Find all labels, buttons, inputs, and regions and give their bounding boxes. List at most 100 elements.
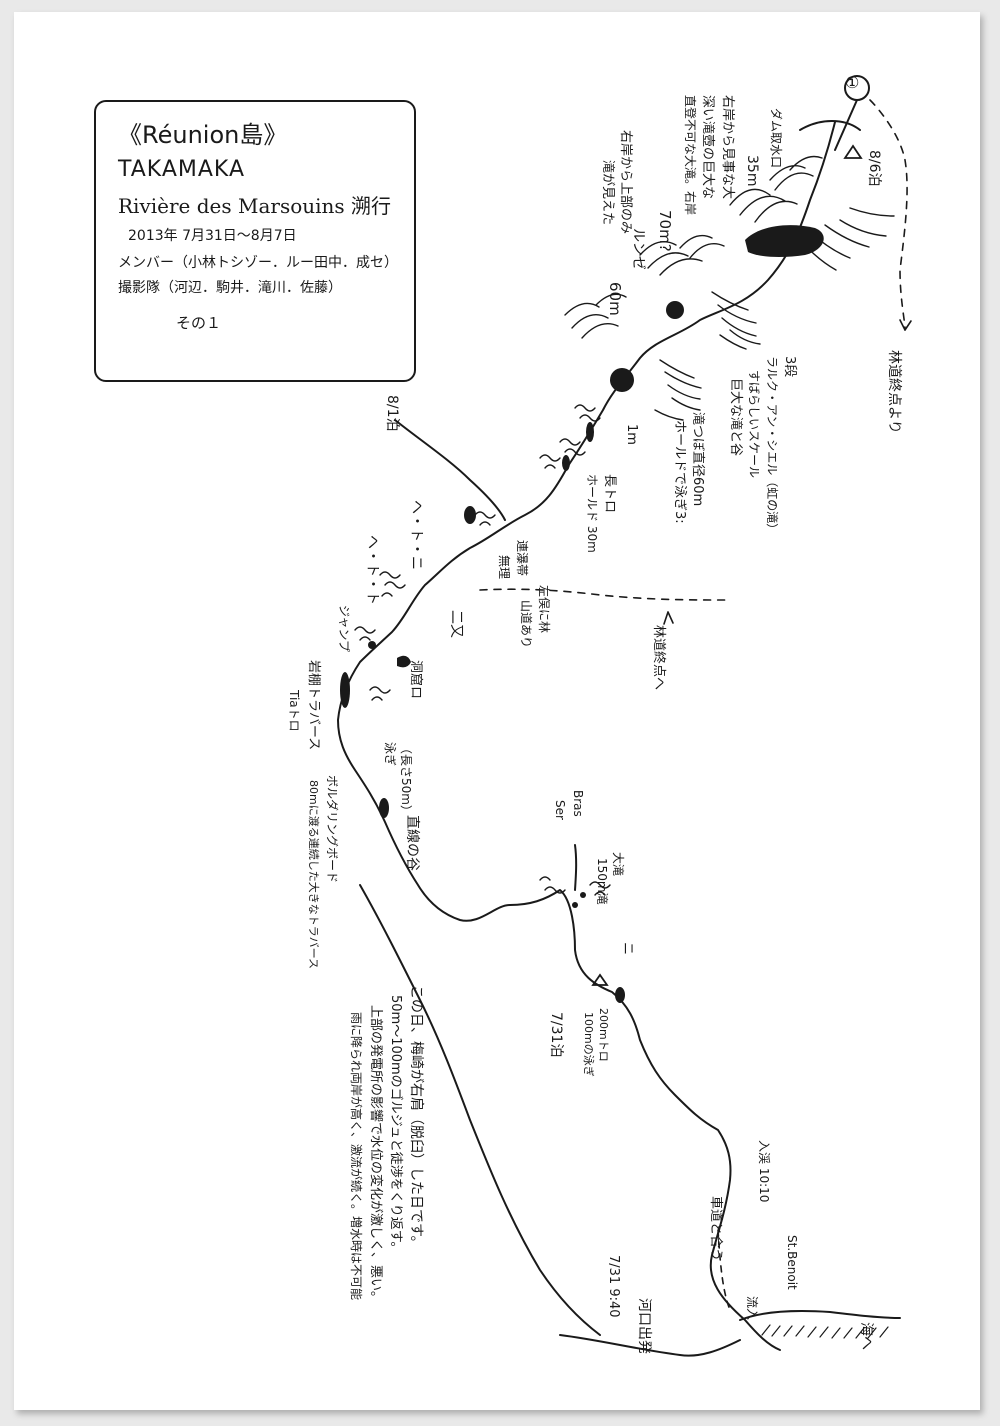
river-route-map: ① 8/6泊 林道終点より ダム取水口 35m 右岸から見事な大 深い滝壺の巨大… [287,73,912,1357]
bank-chars-a: ヘ・ト・ニ [408,500,424,570]
small-fork-label: ニ [620,942,635,955]
join-road-label: 車道と合う [708,1196,723,1261]
sea-label: 海へ [858,1322,874,1350]
long-pool-hold-label: ホールド 30m [585,474,599,553]
top-circle-number: ① [845,73,859,92]
bivouac-tent-top [843,144,863,159]
pool-731 [615,987,625,1003]
traverse-label: 岩棚トラバース [306,660,321,750]
dam-intake-label: ダム取水口 [769,108,784,168]
waterfall-hatch-top [729,155,895,271]
rapids-marks [354,404,611,896]
three-tier-label: 3段 [782,356,797,377]
big-fall-label: 大滝 [611,852,625,876]
bank-chars-b: ヘ・ト・ト [364,535,380,605]
fall-70m-label: 70m? [656,210,674,252]
bivouac-731-label: 7/31泊 [548,1012,564,1057]
length-50m-label: （長さ50m） [399,742,413,817]
huge-fall-label: 巨大な滝と谷 [728,378,743,456]
bras-ser-tributary [574,844,578,891]
cave-label: 洞窟ロ [408,660,424,699]
fall-35m-note-1: 右岸から見事な大 [720,95,735,199]
entry-time-label: 入渓 10:10 [757,1140,771,1202]
traverse-80m-label: 80mに渡る連続した大きなトラバース [307,780,321,969]
coastline [739,1309,901,1321]
pool-a [586,422,594,442]
bras-label: Bras [571,790,585,817]
pool-jump [368,641,376,649]
swim-50m-label: 泳ぎ [383,742,397,766]
fork-label: 二又 [448,610,464,638]
pool-bras-b [572,902,578,908]
paper-sheet: 《Réunion島》 TAKAMAKA Rivière des Marsouin… [14,12,980,1410]
river-line [337,121,836,1351]
members-list: メンバー（小林トシゾー．ルー田中．成セ） [118,254,398,271]
coast-hatch [761,1324,889,1339]
one-m-label: 1m [624,424,639,445]
note-line-2: 50m～100mのゴルジュと徒渉をくり返す。 [388,995,404,1254]
cave-marker [397,655,411,668]
mountain-path-label: 左俣に林 [537,585,552,633]
long-pool-label: 長トロ [602,474,617,513]
approach-path [559,1334,741,1357]
swim-100m-label: 100mの泳ぎ [582,1012,596,1077]
film-crew-list: 撮影隊（河辺．駒井．滝川．佐藤） [118,280,342,297]
note-line-1: この日、梅崎が右肩（脱臼）した日です。 [408,985,424,1250]
pool-60m [610,368,634,392]
traverse-pool-label: Tiaトロ [287,689,301,732]
road-lower-right [717,1229,731,1311]
bivouac-86-label: 8/6泊 [866,150,882,187]
pool-200m-label: 200mトロ [597,1008,610,1062]
river-mouth-date-label: 7/31 9:40 [606,1255,621,1318]
waterfall-hatch-mid [564,293,702,421]
pool-70m [666,301,684,319]
note-line-4: 雨に降られ両岸が高く、激流が続く。増水時は不可能 [349,1012,364,1300]
rainbow-fall-label: ラルク・アン・シエル（虹の滝） [765,356,779,535]
pool-traverse [340,672,350,708]
scale-label: すばらしいスケール [747,370,761,478]
river-mouth-start-label: 河口出発 [636,1298,652,1354]
part-number: その１ [176,313,222,332]
forest-road-end-top-label: 林道終点より [886,350,902,434]
fall-60m-label: 60m [606,282,624,316]
mountain-path-exists-label: 山道あり [519,600,533,648]
pool-81 [464,506,476,524]
pool-straight [379,798,389,818]
pool-b [562,455,570,471]
fall-mid-note-1: 深い滝壺の巨大な [700,95,715,199]
bivouac-tent-731 [591,973,609,986]
bouldering-label: ボルダリングボード [325,775,340,883]
forest-road-mid [479,588,726,601]
pool-bras-a [580,892,586,898]
tributary-81 [394,419,506,521]
fall-mid-note-3: 右岸から上部のみ [618,130,633,234]
note-line-3: 上部の発電所の影響で水位の変化が激しく、悪い。 [368,1005,384,1304]
left-side-line [359,884,601,1336]
island-name: 《Réunion島》 [118,121,288,149]
ser-label: Ser [553,800,567,820]
title-box: 《Réunion島》 TAKAMAKA Rivière des Marsouin… [94,100,416,382]
pools [340,225,824,1003]
fall-150m-label: 150m滝 [595,858,609,905]
straight-valley-label: 直線の谷 [404,815,421,871]
forest-road-end-label: 林道終点へ [651,625,667,690]
pool-diameter-label: 滝つぼ直径60m [690,412,705,506]
swim-label: ホールドで泳ぎ3: [672,420,687,524]
bivouac-81-label: 8/1泊 [384,395,400,432]
dam-arc [799,120,861,131]
big-pool-top [745,225,824,257]
region-name: TAKAMAKA [118,157,245,183]
jump-label: ジャンプ [337,605,351,652]
st-benoit-label: St.Benoit [785,1235,799,1290]
trip-dates: 2013年 7月31日～8月7日 [128,227,297,244]
forest-road-top [869,99,908,331]
fall-35m-label: 35m [744,155,760,186]
gully-label: ルンゼ [630,228,646,270]
inflow-label: 流入 [745,1296,759,1320]
river-name: Rivière des Marsouins 溯行 [118,193,392,218]
fall-mid-note-2: 直登不可な大滝。右岸 [683,95,698,215]
fall-mid-note-4: 滝が見えた [600,160,615,225]
waterfall-hatch-upper [639,234,761,350]
chute-label: 連瀑帯 [515,540,529,576]
chute-impossible-label: 無理 [497,555,512,579]
